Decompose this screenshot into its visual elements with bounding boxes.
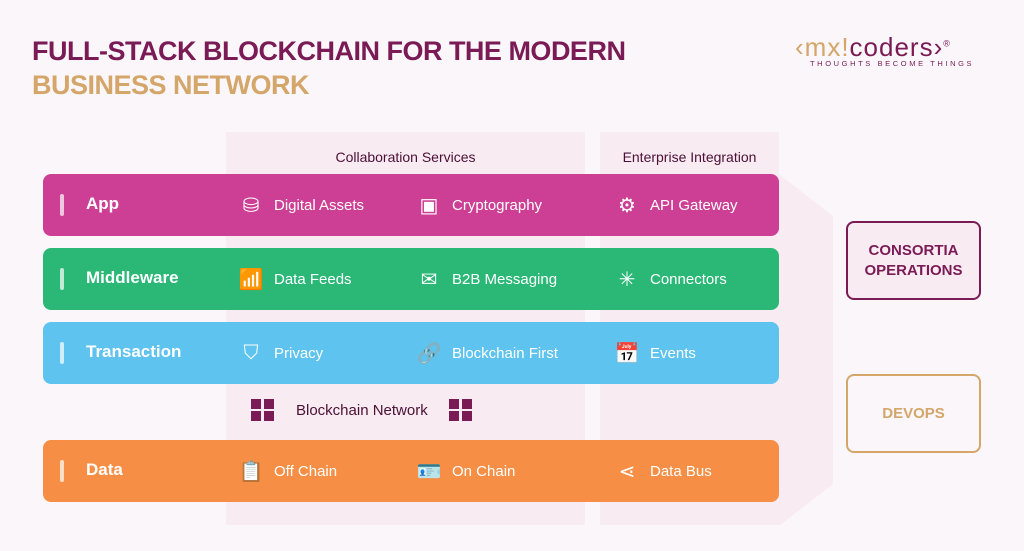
collaboration-header: Collaboration Services xyxy=(335,149,476,165)
shield-check-icon: ⛉ xyxy=(243,341,259,364)
row-item-label: Blockchain First xyxy=(452,344,558,362)
row-label: Middleware xyxy=(86,268,179,287)
calendar-icon: 📅 xyxy=(614,342,640,365)
clipboard-list-icon: 📋 xyxy=(238,460,264,483)
row-label: Transaction xyxy=(86,342,182,361)
gear-code-icon: ⚙ xyxy=(618,194,636,217)
share-icon: ⋖ xyxy=(618,460,636,483)
row-marker xyxy=(60,268,64,290)
wallet-icon: ▣ xyxy=(419,194,439,217)
row-item: 📅 Events xyxy=(614,340,696,366)
row-marker xyxy=(60,460,64,482)
blockchain-network: Blockchain Network xyxy=(250,398,474,422)
row-item-label: Digital Assets xyxy=(274,196,365,214)
row-item-label: Privacy xyxy=(274,344,324,362)
title-line-2: BUSINESS NETWORK xyxy=(32,70,310,100)
row-item-label: Connectors xyxy=(650,270,727,288)
row-item-label: Cryptography xyxy=(452,196,543,214)
logo: ‹mx!coders›® xyxy=(795,32,951,63)
row-item: 📶 Data Feeds xyxy=(238,266,352,292)
row-item: 🪪 On Chain xyxy=(416,458,516,484)
coins-icon: ⛁ xyxy=(242,194,260,217)
row-item: 🔗 Blockchain First xyxy=(416,340,558,366)
row-item: ▣ Cryptography xyxy=(416,192,543,218)
row-marker xyxy=(60,194,64,216)
row-item-label: B2B Messaging xyxy=(452,270,558,288)
row-item: 📋 Off Chain xyxy=(238,458,338,484)
logo-tagline: THOUGHTS BECOME THINGS xyxy=(810,59,975,68)
row-label: App xyxy=(86,194,120,213)
row-item: ⚙ API Gateway xyxy=(614,192,738,218)
row-item: ⛉ Privacy xyxy=(238,340,324,366)
consortia-operations-box: CONSORTIA OPERATIONS xyxy=(846,221,981,300)
blockchain-network-label: Blockchain Network xyxy=(296,401,428,419)
row-item: ⛁ Digital Assets xyxy=(238,192,364,218)
blocks-icon xyxy=(251,399,274,421)
layer-row-transaction: Transaction ⛉ Privacy 🔗 Blockchain First 📅 Eve… xyxy=(43,322,779,384)
layer-row-data: Data 📋 Off Chain 🪪 On Chain ⋖ Data Bus xyxy=(43,440,779,502)
logo-reg: ® xyxy=(943,38,951,49)
row-item-label: Data Bus xyxy=(650,462,712,480)
chart-up-icon: 📶 xyxy=(238,268,264,291)
logo-part-1: ‹mx! xyxy=(795,32,850,62)
layer-row-middleware: Middleware 📶 Data Feeds ✉ B2B Messaging ✳ Conn… xyxy=(43,248,779,310)
envelope-icon: ✉ xyxy=(420,268,438,291)
row-marker xyxy=(60,342,64,364)
devops-box: DEVOPS xyxy=(846,374,981,453)
network-nodes-icon: ✳ xyxy=(618,268,636,291)
logo-part-2: coders› xyxy=(849,32,944,62)
row-label: Data xyxy=(86,460,123,479)
row-item-label: Off Chain xyxy=(274,462,338,480)
row-item-label: On Chain xyxy=(452,462,516,480)
row-item: ✉ B2B Messaging xyxy=(416,266,557,292)
row-item-label: Events xyxy=(650,344,696,362)
row-item-label: Data Feeds xyxy=(274,270,352,288)
title-line-1: FULL-STACK BLOCKCHAIN FOR THE MODERN xyxy=(32,36,626,66)
id-card-icon: 🪪 xyxy=(416,460,442,483)
row-item: ✳ Connectors xyxy=(614,266,727,292)
side-connector xyxy=(779,174,833,526)
row-item: ⋖ Data Bus xyxy=(614,458,712,484)
blocks-icon xyxy=(448,399,472,421)
link-icon: 🔗 xyxy=(416,342,442,365)
row-item-label: API Gateway xyxy=(650,196,738,214)
enterprise-header: Enterprise Integration xyxy=(622,149,757,165)
layer-row-app: App ⛁ Digital Assets ▣ Cryptography ⚙ API Gate… xyxy=(43,174,779,236)
